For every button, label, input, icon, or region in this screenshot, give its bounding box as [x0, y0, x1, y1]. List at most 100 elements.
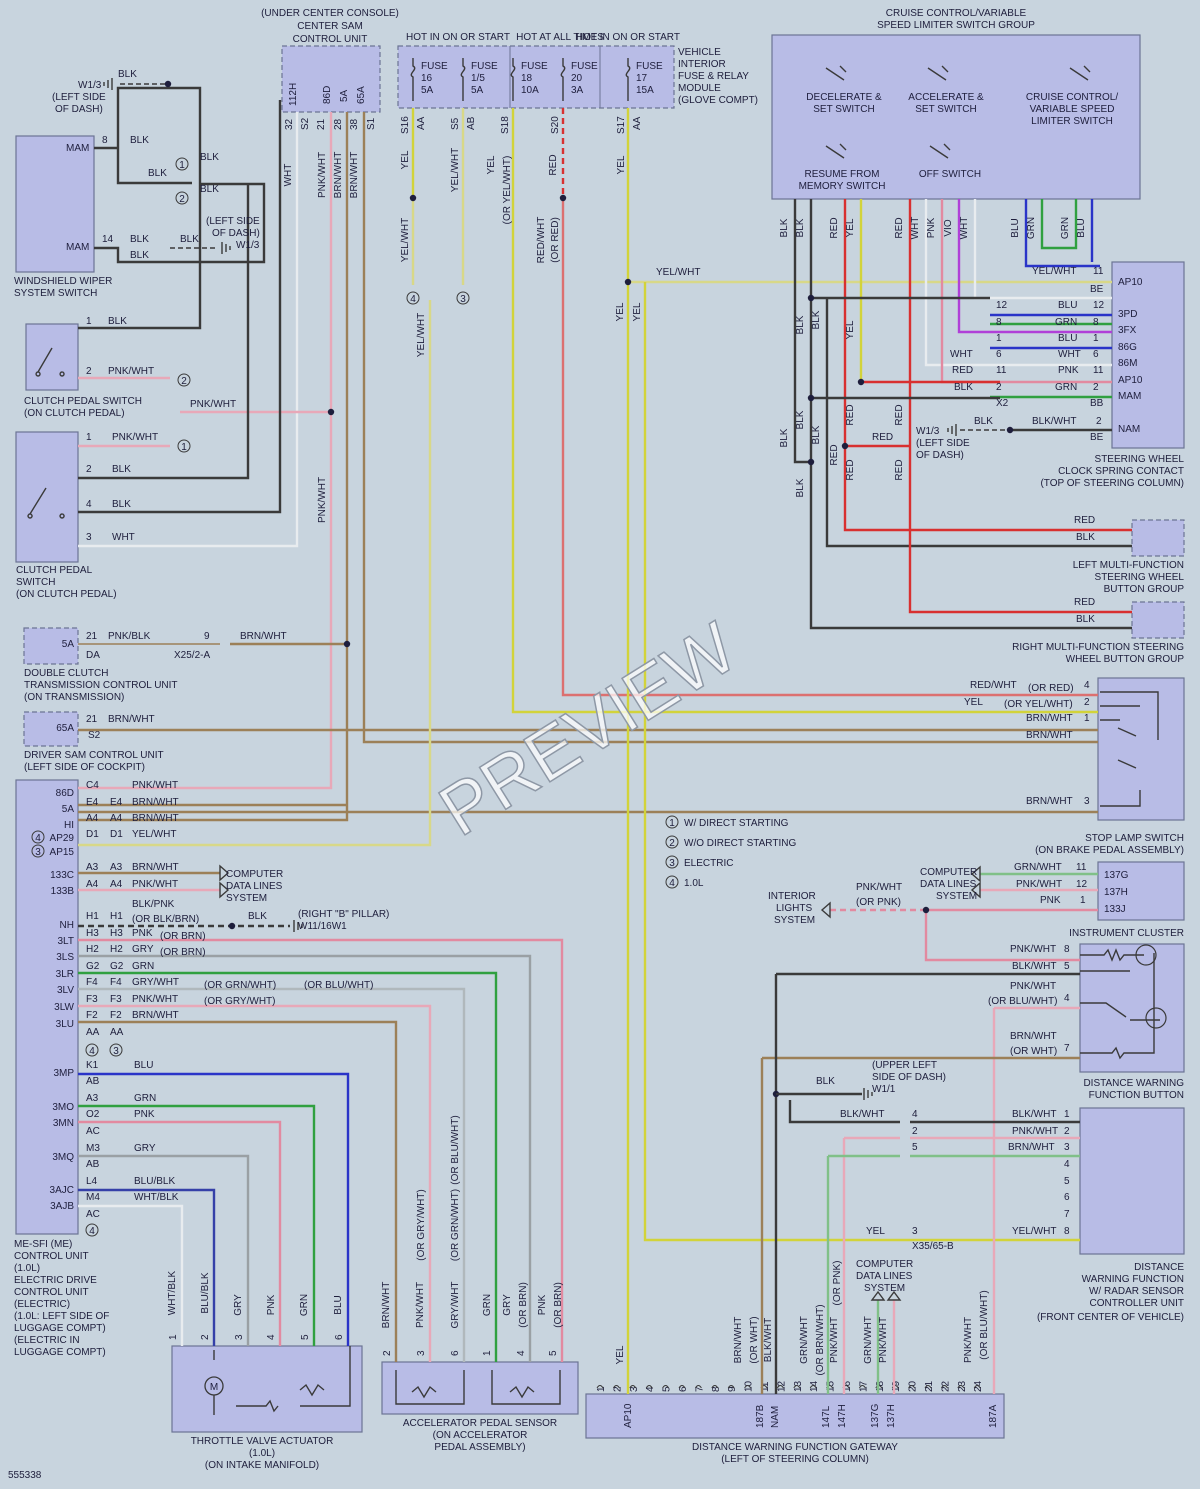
wire-label: A4	[86, 879, 99, 890]
wire-blk-wiper-ground	[78, 86, 202, 330]
throttle-pin: 4	[266, 1334, 277, 1340]
wire-label: BLK	[200, 184, 219, 195]
throttle-pin: 1	[168, 1334, 179, 1340]
svg-text:17: 17	[636, 73, 648, 84]
center-sam-title-3: CONTROL UNIT	[293, 34, 368, 45]
wire-label: BRN/WHT	[381, 1282, 392, 1329]
me-sfi-pin: 3MQ	[52, 1152, 74, 1163]
accelerator-pin: 6	[450, 1350, 461, 1356]
wire-label: YEL/WHT	[400, 218, 411, 262]
wire-label: 6	[1093, 349, 1099, 360]
legend-marker	[665, 875, 679, 889]
wire-label: YEL	[486, 155, 497, 174]
gateway-pin-connector	[678, 1385, 686, 1389]
wire-label: BLK/WHT	[840, 1109, 884, 1120]
wire-label: YEL	[845, 218, 856, 237]
wire-yel-s18	[511, 108, 1098, 714]
wire-red-wht-s20	[561, 198, 1098, 697]
wire-label: (OR GRN/WHT)	[450, 1189, 461, 1261]
wire-label: RED	[1074, 515, 1095, 526]
wire-label: G2	[86, 961, 100, 972]
svg-text:4: 4	[89, 1226, 95, 1237]
svg-text:MAM: MAM	[1118, 391, 1141, 402]
svg-text:2: 2	[181, 376, 187, 387]
wire-label: BLK	[795, 410, 806, 429]
wire-label: YEL	[866, 1226, 885, 1237]
svg-text:DISTANCE WARNING: DISTANCE WARNING	[1083, 1078, 1184, 1089]
svg-text:FUSE: FUSE	[521, 61, 548, 72]
center-sam-pin: 21	[316, 118, 327, 130]
me-sfi-pin: 3AJB	[50, 1201, 74, 1212]
wire-label: (OR BLU/WHT)	[979, 1290, 990, 1359]
gateway-pin-connector	[596, 1385, 604, 1389]
gateway-pin-connector	[924, 1385, 932, 1389]
gateway-pin: 5	[662, 1386, 673, 1392]
svg-text:NAM: NAM	[1118, 424, 1140, 435]
fuse-16: FUSE 16 5A	[410, 58, 448, 101]
wire-label: COMPUTER	[226, 869, 283, 880]
wire-label: 1	[1080, 895, 1086, 906]
center-sam-pin: 38	[349, 118, 360, 130]
wire-label: 2	[86, 464, 92, 475]
me-sfi-pin: 3LU	[56, 1019, 74, 1030]
wire-label: DATA LINES	[226, 881, 283, 892]
option-markers: 1 2 2 1 4 3 4 3 4 3 4	[31, 157, 470, 1237]
svg-text:AA: AA	[416, 116, 427, 130]
center-sam-code: 112H	[288, 83, 299, 106]
figure-id: 555338	[8, 1470, 42, 1481]
wire-label: PNK/BLK	[108, 631, 151, 642]
distance-warning-gateway: AP10 187B NAM 147L 147H 137G 137H 187A D…	[585, 1380, 1005, 1465]
svg-text:WARNING FUNCTION: WARNING FUNCTION	[1082, 1274, 1184, 1285]
wire-wht	[78, 112, 299, 548]
svg-text:CRUISE CONTROL/VARIABLE: CRUISE CONTROL/VARIABLE	[886, 8, 1027, 19]
svg-text:5A: 5A	[62, 639, 75, 650]
wire-label: BLK/PNK	[132, 899, 175, 910]
wire-label: 4	[86, 499, 92, 510]
wire-label: F4	[110, 977, 122, 988]
svg-text:ELECTRIC DRIVE: ELECTRIC DRIVE	[14, 1275, 97, 1286]
wire-label: BLK	[108, 316, 127, 327]
gateway-pin: 1	[596, 1386, 607, 1392]
wire-label: AB	[86, 1076, 100, 1087]
center-sam-pin: S2	[300, 117, 311, 130]
svg-text:1: 1	[181, 442, 187, 453]
wire-label: YEL/WHT	[450, 148, 461, 192]
wire-label: BLU	[1058, 333, 1077, 344]
svg-text:RIGHT MULTI-FUNCTION STEERING: RIGHT MULTI-FUNCTION STEERING	[1012, 642, 1184, 653]
throttle-pin: 6	[334, 1334, 345, 1340]
stop-lamp-switch: STOP LAMP SWITCH (ON BRAKE PEDAL ASSEMBL…	[1035, 677, 1185, 856]
wire-label: WHT	[910, 217, 921, 240]
wire-brn-wht-2	[362, 112, 1098, 744]
center-sam-code: 86D	[322, 86, 333, 104]
accelerator-pin: 2	[382, 1350, 393, 1356]
wire-label: D1	[86, 829, 99, 840]
throttle-pin: 3	[234, 1334, 245, 1340]
wire-label: 1	[1084, 713, 1090, 724]
svg-text:DA: DA	[86, 650, 100, 661]
svg-text:65A: 65A	[56, 723, 74, 734]
fuse-17: FUSE 17 15A	[625, 58, 663, 101]
wire-label: RED	[872, 432, 893, 443]
svg-text:TRANSMISSION CONTROL UNIT: TRANSMISSION CONTROL UNIT	[24, 680, 178, 691]
wire-pnk-wht-f3	[78, 1004, 432, 1362]
wire-label: A4	[110, 879, 123, 890]
svg-text:18: 18	[521, 73, 533, 84]
wire-label: BLK	[974, 416, 993, 427]
gateway-pin-connector	[858, 1385, 866, 1389]
svg-text:CONTROL UNIT: CONTROL UNIT	[14, 1287, 89, 1298]
wire-label: 6	[996, 349, 1002, 360]
wire-label: BLK	[1076, 532, 1095, 543]
wire-label: PNK/WHT	[1010, 944, 1056, 955]
wire-label: (UPPER LEFT	[872, 1060, 937, 1071]
gateway-pin-connector	[711, 1385, 719, 1389]
center-sam-code: 65A	[356, 86, 367, 104]
wire-label: 2	[1084, 697, 1090, 708]
throttle-pin: 2	[200, 1334, 211, 1340]
wire-label: PNK	[1058, 365, 1079, 376]
wire-label: GRN/WHT	[1014, 862, 1062, 873]
wire-label: BLU	[333, 1295, 344, 1314]
legend-number: 4	[669, 878, 675, 889]
svg-text:147H: 147H	[837, 1404, 848, 1428]
wire-label: E4	[86, 797, 99, 808]
